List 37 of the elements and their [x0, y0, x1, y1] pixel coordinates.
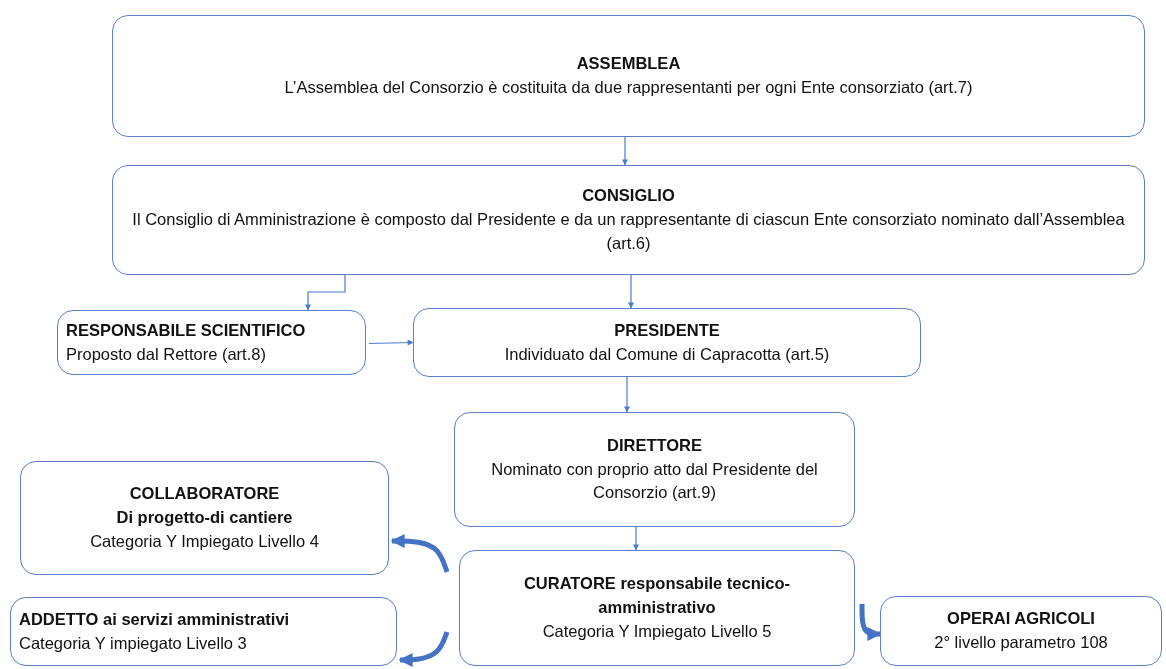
heading: DIRETTORE — [606, 434, 702, 456]
collaborator-box — [20, 461, 389, 575]
arrow — [398, 631, 450, 667]
arrow — [622, 136, 628, 166]
description: Categoria Y Impiegato Livello 5 — [542, 620, 772, 642]
description: Categoria Y impiegato Livello 3 — [19, 632, 247, 654]
heading: PRESIDENTE — [614, 319, 720, 341]
arrow — [305, 274, 346, 311]
description: Categoria Y Impiegato Livello 4 — [90, 530, 319, 552]
description: Il Consiglio di Amministrazione è composto dal Presidente e da un rappresentante di ciascun Ente consorziato nominato dall’Assemblea (art.6) — [131, 209, 1126, 254]
heading: ADDETTO ai servizi amministrativi — [19, 608, 290, 630]
council-box — [112, 165, 1145, 275]
description: L’Assemblea del Consorzio è costituita da due rappresentanti per ogni Ente consorziato (art.7) — [284, 77, 973, 98]
heading: Di progetto-di cantiere — [116, 507, 293, 529]
assembly-box — [112, 15, 1145, 137]
arrow — [368, 339, 414, 346]
description: Individuato dal Comune di Capracotta (art.5) — [504, 343, 830, 365]
arrow — [859, 604, 882, 641]
description: Proposto dal Rettore (art.8) — [66, 343, 266, 365]
farm-workers-box — [880, 596, 1162, 666]
description: 2° livello parametro 108 — [934, 632, 1108, 653]
arrow — [390, 534, 450, 573]
arrow — [633, 526, 639, 551]
heading: CONSIGLIO — [582, 185, 675, 207]
clerk-box — [10, 597, 397, 666]
scientific-manager-box — [57, 310, 366, 375]
heading: COLLABORATORE — [129, 483, 280, 505]
description: Nominato con proprio atto dal Presidente del Consorzio (art.9) — [490, 458, 819, 504]
heading: CURATORE responsabile tecnico-amministrativo — [522, 573, 792, 619]
curator-box — [459, 550, 855, 666]
heading: OPERAI AGRICOLI — [947, 608, 1095, 630]
president-box — [413, 308, 921, 377]
arrow — [624, 376, 630, 413]
director-box — [454, 412, 855, 527]
heading: RESPONSABILE SCIENTIFICO — [66, 319, 306, 341]
arrow — [628, 274, 634, 309]
heading: ASSEMBLEA — [576, 53, 681, 75]
